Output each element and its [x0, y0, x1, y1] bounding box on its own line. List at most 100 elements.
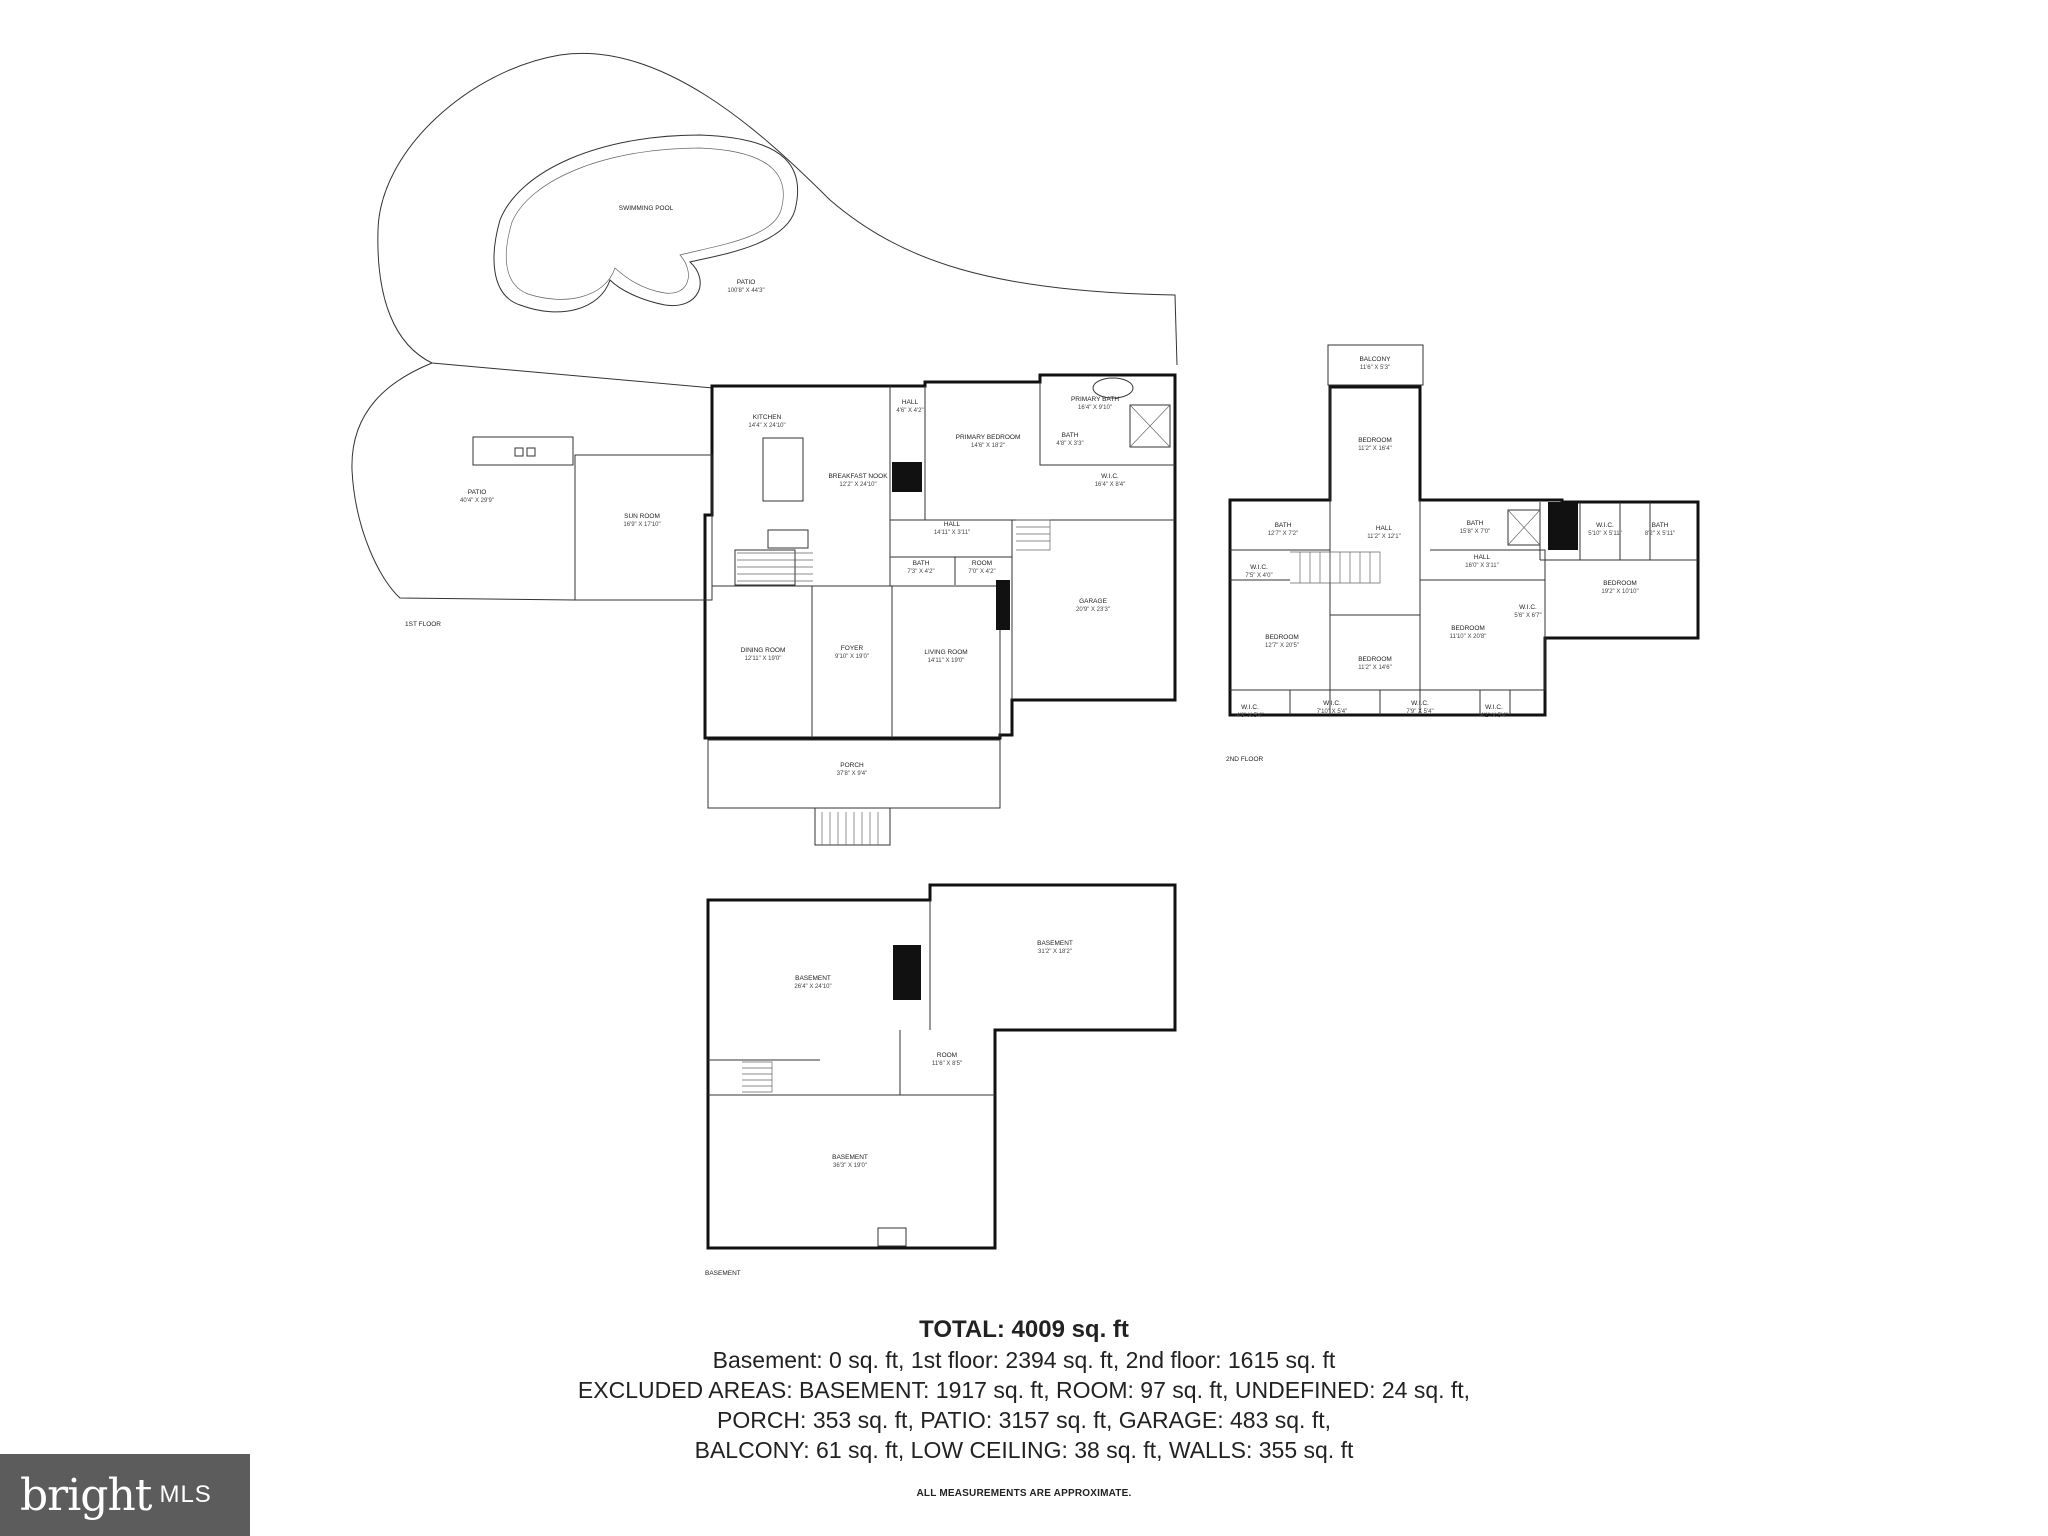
room-name: PATIO: [468, 489, 487, 496]
disclaimer: ALL MEASUREMENTS ARE APPROXIMATE.: [916, 1488, 1132, 1499]
room-name: SUN ROOM: [624, 513, 660, 520]
room-name: PORCH: [840, 762, 864, 769]
room-dim: 7'9" X 5'4": [1406, 709, 1433, 715]
room-name: BREAKFAST NOOK: [828, 473, 888, 480]
room-dim: 4'8" X 3'3": [1056, 441, 1083, 447]
pool-outline: [493, 134, 799, 313]
room-name: BASEMENT: [832, 1154, 868, 1161]
floor-label-basement: BASEMENT: [705, 1270, 741, 1277]
room-name: BEDROOM: [1265, 634, 1299, 641]
basement-walls: [706, 883, 1177, 1250]
room-name: BEDROOM: [1451, 625, 1485, 632]
room-dim: 16'4" X 9'10": [1078, 405, 1112, 411]
room-name: W.I.C.: [1250, 564, 1268, 571]
room-dim: 16'4" X 8'4": [1095, 482, 1126, 488]
room-dim: 7'0" X 4'2": [968, 569, 995, 575]
room-dim: 12'11" X 19'0": [745, 656, 782, 662]
room-dim: 11'2" X 12'1": [1367, 534, 1400, 540]
total-area: TOTAL: 4009 sq. ft: [919, 1316, 1129, 1343]
room-dim: 14'11" X 19'0": [928, 658, 965, 664]
room-dim: 5'10" X 5'11": [1588, 531, 1621, 537]
summary-line: Basement: 0 sq. ft, 1st floor: 2394 sq. …: [712, 1347, 1336, 1373]
room-name: HALL: [902, 399, 919, 406]
floor-label-second: 2ND FLOOR: [1226, 756, 1264, 763]
room-dim: 14'6" X 18'2": [971, 443, 1005, 449]
room-dim: 100'8" X 44'3": [727, 288, 764, 294]
room-name: DINING ROOM: [741, 647, 786, 654]
room-name: BATH: [1275, 522, 1292, 529]
room-dim: 12'7" X 7'2": [1268, 531, 1299, 537]
room-name: W.I.C.: [1241, 704, 1259, 711]
room-name: BATH: [1652, 522, 1669, 529]
room-dim: 16'9" X 17'10": [623, 522, 660, 528]
summary-line: BALCONY: 61 sq. ft, LOW CEILING: 38 sq. …: [694, 1437, 1354, 1463]
room-dim: 8'2" X 5'11": [1645, 531, 1675, 537]
room-name: ROOM: [937, 1052, 957, 1059]
room-dim: 4'6" X 4'2": [896, 408, 923, 414]
room-dim: 7'3" X 4'2": [907, 569, 934, 575]
room-dim: 11'2" X 14'6": [1358, 665, 1391, 671]
room-name: PRIMARY BEDROOM: [956, 434, 1021, 441]
room-dim: 4'8" X 5'4": [1236, 713, 1263, 719]
room-name: GARAGE: [1079, 598, 1107, 605]
summary-line: EXCLUDED AREAS: BASEMENT: 1917 sq. ft, R…: [577, 1377, 1471, 1403]
room-name: HALL: [1376, 525, 1393, 532]
first-floor-plan: [351, 52, 1178, 846]
room-name: BEDROOM: [1358, 656, 1392, 663]
room-name: W.I.C.: [1485, 704, 1503, 711]
room-name: BALCONY: [1359, 356, 1391, 363]
room-dim: 12'7" X 20'5": [1265, 643, 1299, 649]
patio-outline: [351, 52, 1178, 601]
room-dim: 5'6" X 6'7": [1514, 613, 1541, 619]
second-floor-plan: [1228, 344, 1700, 717]
room-name: BATH: [1467, 520, 1484, 527]
room-name: BEDROOM: [1358, 437, 1392, 444]
room-name: FOYER: [841, 645, 864, 652]
room-dim: 40'4" X 29'9": [460, 498, 494, 504]
bright-mls-logo: bright MLS: [0, 1454, 250, 1536]
room-dim: 11'6" X 8'5": [932, 1061, 962, 1067]
second-floor-walls: [1228, 385, 1700, 717]
room-name: ROOM: [972, 560, 992, 567]
room-dim: 15'8" X 7'0": [1460, 529, 1491, 535]
room-name: BEDROOM: [1603, 580, 1637, 587]
room-dim: 4'1" X 5'4": [1480, 713, 1507, 719]
room-dim: 7'10" X 5'4": [1317, 709, 1348, 715]
room-dim: 11'10" X 20'8": [1450, 634, 1487, 640]
logo-suffix: MLS: [159, 1481, 212, 1508]
room-dim: 20'9" X 23'3": [1076, 607, 1110, 613]
room-name: KITCHEN: [753, 414, 782, 421]
room-name: BATH: [1062, 432, 1079, 439]
room-name: W.I.C.: [1596, 522, 1614, 529]
summary-line: PORCH: 353 sq. ft, PATIO: 3157 sq. ft, G…: [716, 1407, 1331, 1433]
room-dim: 19'2" X 10'10": [1601, 589, 1638, 595]
room-name: SWIMMING POOL: [619, 205, 674, 212]
room-dim: 31'2" X 18'2": [1038, 949, 1072, 955]
room-name: W.I.C.: [1323, 700, 1341, 707]
floor-label-first: 1ST FLOOR: [405, 621, 441, 628]
room-dim: 12'2" X 24'10": [839, 482, 876, 488]
room-name: PRIMARY BATH: [1071, 396, 1119, 403]
basement-plan: [706, 883, 1177, 1250]
room-dim: 26'4" X 24'10": [794, 984, 831, 990]
room-dim: 36'3" X 19'0": [833, 1163, 867, 1169]
room-dim: 14'4" X 24'10": [748, 423, 785, 429]
room-dim: 14'11" X 3'11": [934, 530, 970, 536]
logo-brand: bright: [20, 1469, 152, 1521]
room-dim: 7'5" X 4'0": [1245, 573, 1272, 579]
room-name: BASEMENT: [795, 975, 831, 982]
room-dim: 16'0" X 3'11": [1465, 563, 1498, 569]
room-name: PATIO: [737, 279, 756, 286]
room-dim: 37'8" X 9'4": [837, 771, 868, 777]
room-dim: 9'10" X 19'0": [835, 654, 869, 660]
room-name: BASEMENT: [1037, 940, 1073, 947]
room-name: LIVING ROOM: [924, 649, 967, 656]
room-name: W.I.C.: [1519, 604, 1537, 611]
room-name: W.I.C.: [1101, 473, 1119, 480]
room-name: HALL: [944, 521, 961, 528]
area-summary: TOTAL: 4009 sq. ft Basement: 0 sq. ft, 1…: [0, 1315, 2048, 1465]
room-dim: 11'2" X 16'4": [1358, 446, 1391, 452]
room-name: W.I.C.: [1411, 700, 1429, 707]
room-name: BATH: [913, 560, 930, 567]
